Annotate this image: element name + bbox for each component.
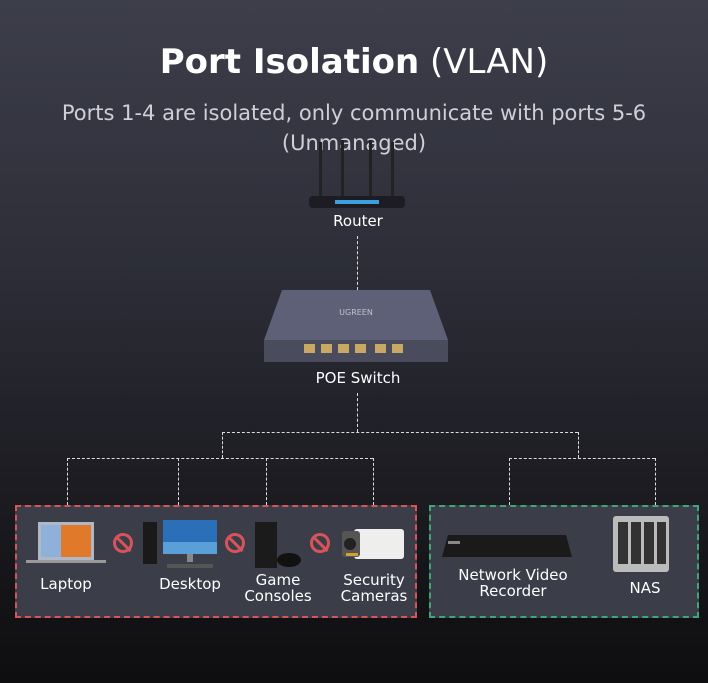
- connector: [578, 432, 579, 458]
- laptop-icon: [26, 522, 106, 563]
- connector: [373, 458, 374, 505]
- device-label-desktop: Desktop: [159, 575, 221, 593]
- subtitle: Ports 1-4 are isolated, only communicate…: [61, 101, 647, 155]
- connector: [655, 458, 656, 505]
- connector: [357, 236, 358, 290]
- connector: [178, 458, 179, 505]
- security-camera-icon: [342, 529, 404, 559]
- device-label-nas: NAS: [629, 579, 661, 597]
- connector: [222, 432, 578, 433]
- switch-brand: UGREEN: [339, 308, 373, 317]
- device-label-security-cameras: Security Cameras: [340, 571, 408, 605]
- connector: [222, 432, 223, 458]
- device-label-nvr: Network Video Recorder: [458, 566, 568, 600]
- connector: [67, 458, 373, 459]
- poe-switch-icon: UGREEN: [264, 290, 448, 362]
- router-label: Router: [333, 212, 383, 230]
- game-console-icon: [255, 522, 301, 568]
- device-label-laptop: Laptop: [40, 575, 92, 593]
- prohibited-icon: [225, 533, 245, 553]
- switch-label: POE Switch: [315, 369, 401, 387]
- connector: [509, 458, 655, 459]
- network-video-recorder-icon: [442, 535, 572, 557]
- desktop-icon: [143, 520, 217, 568]
- prohibited-icon: [310, 533, 330, 553]
- router-icon: [309, 140, 405, 208]
- prohibited-icon: [113, 533, 133, 553]
- title: Port Isolation (VLAN): [159, 42, 549, 82]
- connector: [266, 458, 267, 505]
- nas-icon: [613, 516, 669, 572]
- connector: [357, 393, 358, 432]
- connector: [509, 458, 510, 505]
- connector: [67, 458, 68, 505]
- device-label-game-consoles: Game Consoles: [244, 571, 312, 605]
